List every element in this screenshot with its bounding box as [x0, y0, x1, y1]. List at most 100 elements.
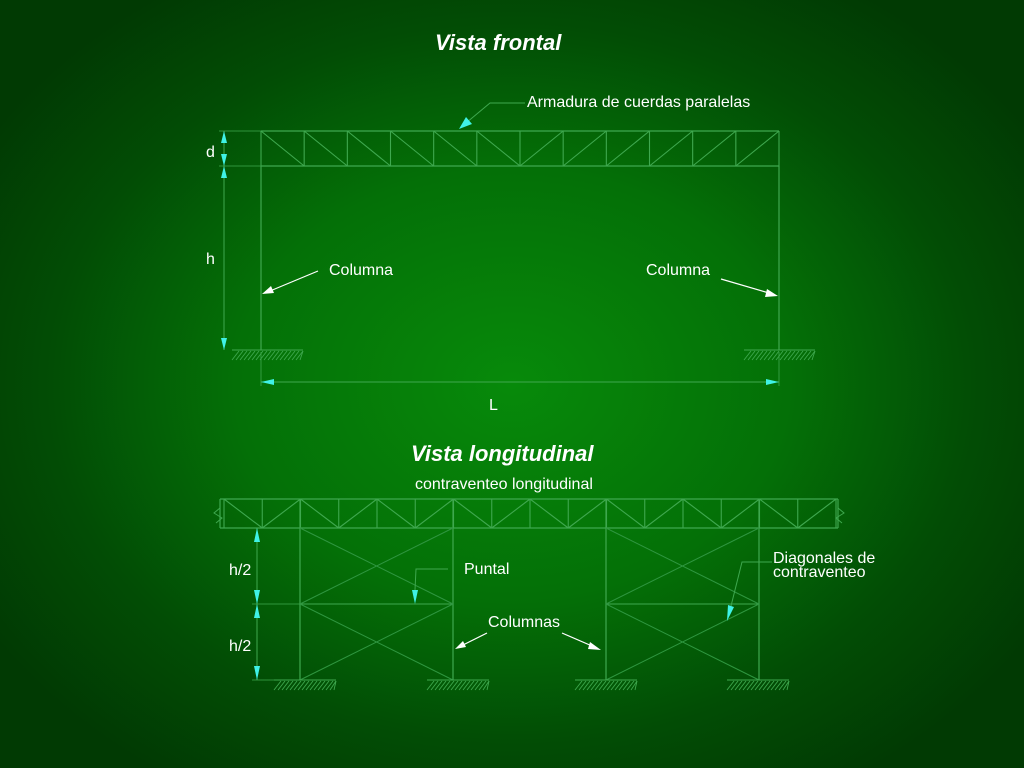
hatch-line	[582, 680, 591, 691]
truss-member	[606, 498, 646, 529]
hatch-line	[446, 680, 455, 691]
hatch-line	[251, 350, 260, 361]
dim-lower-label: h/2	[229, 638, 252, 655]
longitudinal-truss	[213, 498, 845, 529]
truss-label-leader	[459, 102, 525, 129]
truss-member	[223, 498, 263, 529]
hatch-line	[586, 680, 595, 691]
hatch-line	[458, 680, 467, 691]
hatch-line	[766, 680, 775, 691]
truss-member	[433, 130, 478, 167]
truss-member	[303, 130, 348, 167]
hatch-line	[239, 350, 248, 361]
hatch-line	[486, 680, 490, 691]
columns-arrow-right	[561, 632, 601, 650]
hatch-line	[442, 680, 451, 691]
hatch-line	[574, 680, 583, 691]
hatch-line	[762, 680, 771, 691]
truss-member	[649, 130, 694, 167]
front-dimension-horizontal	[260, 352, 780, 386]
column-left-label: Columna	[329, 262, 394, 279]
longitudinal-columns	[299, 499, 760, 680]
column-left-arrow	[262, 270, 319, 294]
truss-member	[390, 130, 435, 167]
truss-member	[376, 498, 416, 529]
hatch-line	[297, 680, 306, 691]
hatch-line	[271, 350, 280, 361]
hatch-line	[730, 680, 739, 691]
hatch-line	[255, 350, 264, 361]
bracing-diagonals	[299, 527, 760, 681]
hatch-line	[746, 680, 755, 691]
truss-member	[519, 130, 564, 167]
hatch-line	[759, 350, 768, 361]
hatch-line	[598, 680, 607, 691]
hatch-line	[795, 350, 804, 361]
hatch-line	[807, 350, 816, 361]
dim-d-label: d	[206, 144, 215, 161]
hatch-line	[786, 680, 790, 691]
long-ground-supports	[273, 679, 790, 691]
hatch-line	[285, 680, 294, 691]
diagonals-leader	[727, 561, 772, 621]
dim-upper-label: h/2	[229, 562, 252, 579]
hatch-line	[454, 680, 463, 691]
hatch-line	[610, 680, 619, 691]
diagonals-label-line2: contraventeo	[773, 564, 866, 581]
columns-arrow-left	[455, 632, 488, 649]
hatch-line	[634, 680, 638, 691]
dim-arrow	[221, 154, 227, 166]
hatch-line	[277, 680, 286, 691]
hatch-line	[478, 680, 487, 691]
hatch-line	[751, 350, 760, 361]
bracing-label: contraventeo longitudinal	[415, 476, 593, 493]
truss-member	[797, 498, 837, 529]
front-view-drawing	[219, 102, 816, 386]
ground-hatch	[574, 680, 638, 691]
hatch-line	[289, 680, 298, 691]
ground-hatch	[231, 350, 304, 361]
truss-member	[491, 498, 531, 529]
dim-L-label: L	[489, 397, 498, 414]
hatch-line	[771, 350, 780, 361]
hatch-line	[470, 680, 479, 691]
front-truss	[260, 130, 780, 167]
hatch-line	[273, 680, 282, 691]
hatch-line	[231, 350, 240, 361]
diagonals-label-line1: Diagonales de	[773, 550, 876, 567]
hatch-line	[602, 680, 611, 691]
truss-member	[414, 498, 454, 529]
hatch-line	[283, 350, 292, 361]
hatch-line	[606, 680, 615, 691]
truss-member	[300, 498, 340, 529]
dim-arrow	[254, 666, 260, 680]
truss-label: Armadura de cuerdas paralelas	[527, 94, 751, 111]
truss-member	[735, 130, 780, 167]
hatch-line	[778, 680, 787, 691]
hatch-line	[309, 680, 318, 691]
hatch-line	[799, 350, 808, 361]
hatch-line	[430, 680, 439, 691]
dim-arrow	[254, 604, 260, 618]
hatch-line	[275, 350, 284, 361]
hatch-line	[287, 350, 296, 361]
hatch-line	[462, 680, 471, 691]
truss-member	[759, 498, 799, 529]
hatch-line	[291, 350, 300, 361]
front-view-title: Vista frontal	[435, 30, 562, 55]
hatch-line	[325, 680, 334, 691]
dim-arrow	[254, 590, 260, 604]
long-truss-webs	[223, 498, 837, 529]
hatch-line	[775, 350, 784, 361]
strut-label: Puntal	[464, 561, 510, 578]
hatch-line	[770, 680, 779, 691]
hatch-line	[594, 680, 603, 691]
front-dimension-vertical	[219, 130, 262, 350]
hatch-line	[763, 350, 772, 361]
hatch-line	[767, 350, 776, 361]
hatch-line	[263, 350, 272, 361]
longitudinal-view-title: Vista longitudinal	[411, 441, 594, 466]
columns-label: Columnas	[488, 614, 561, 631]
hatch-line	[726, 680, 735, 691]
